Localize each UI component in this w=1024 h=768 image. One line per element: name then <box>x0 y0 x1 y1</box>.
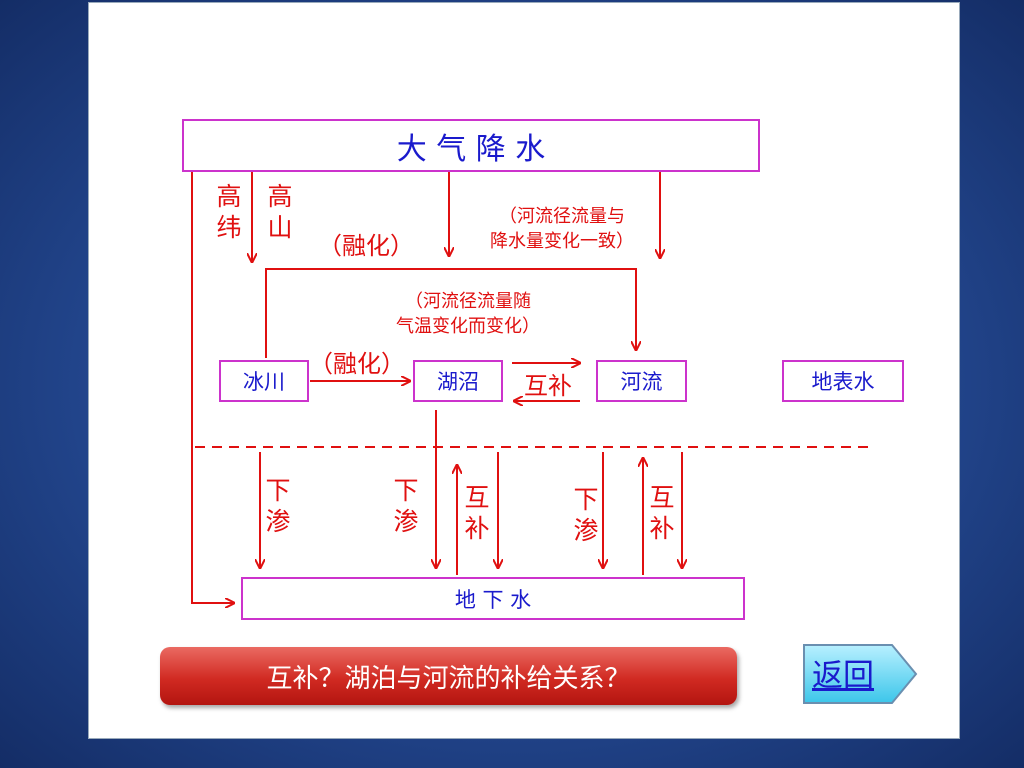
surface-water-box: 地表水 <box>782 360 904 402</box>
label-seep-3: 下 渗 <box>573 485 599 545</box>
question-banner: 互补？湖泊与河流的补给关系？ <box>160 647 737 705</box>
back-button[interactable]: 返回 <box>812 658 874 694</box>
label-mutual-2: 互 补 <box>649 483 675 543</box>
label-seep-2: 下 渗 <box>393 476 419 536</box>
label-high-latitude: 高 纬 <box>216 182 242 242</box>
groundwater-box: 地 下 水 <box>241 577 745 620</box>
arrow-precip-to-groundwater <box>191 172 234 603</box>
label-note-rain: （河流径流量与 降水量变化一致） <box>490 206 634 252</box>
back-arrow-shape[interactable] <box>800 641 920 707</box>
label-melt-mid: （融化） <box>309 350 405 378</box>
label-mutual-1: 互 补 <box>464 483 490 543</box>
label-melt-top: （融化） <box>318 232 414 260</box>
lake-box: 湖沼 <box>413 360 503 402</box>
river-box: 河流 <box>596 360 687 402</box>
label-high-mountain: 高 山 <box>267 182 293 242</box>
label-seep-1: 下 渗 <box>265 476 291 536</box>
glacier-box: 冰川 <box>219 360 309 402</box>
precipitation-box: 大 气 降 水 <box>182 119 760 172</box>
label-mutual-horizontal: 互补 <box>524 372 572 400</box>
label-note-temp: （河流径流量随 气温变化而变化） <box>396 291 540 337</box>
arrow-glacier-to-river <box>265 268 636 358</box>
